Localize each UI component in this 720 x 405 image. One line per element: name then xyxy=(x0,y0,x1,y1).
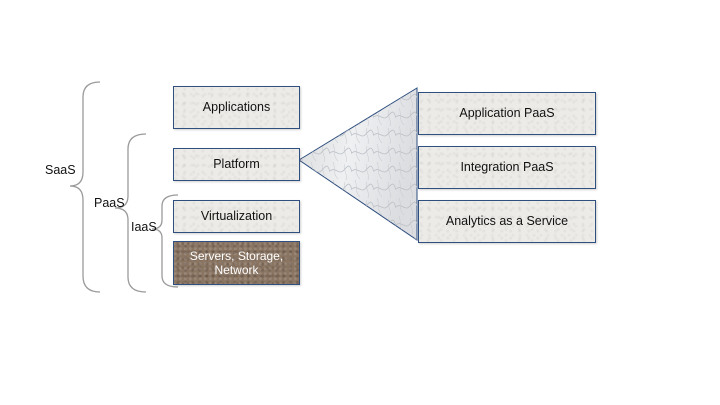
applications-box: Applications xyxy=(173,86,300,129)
analytics-box: Analytics as a Service xyxy=(418,200,596,243)
virtualization-box: Virtualization xyxy=(173,200,300,233)
paas-label: PaaS xyxy=(94,196,125,210)
platform-box: Platform xyxy=(173,148,300,181)
infrastructure-box: Servers, Storage, Network xyxy=(173,241,300,285)
application-paas-box: Application PaaS xyxy=(418,92,596,135)
iaas-bracket xyxy=(151,194,179,288)
paas-bracket xyxy=(114,133,147,293)
iaas-label: IaaS xyxy=(131,220,157,234)
integration-paas-box: Integration PaaS xyxy=(418,146,596,189)
saas-label: SaaS xyxy=(45,163,76,177)
saas-bracket xyxy=(69,81,101,293)
